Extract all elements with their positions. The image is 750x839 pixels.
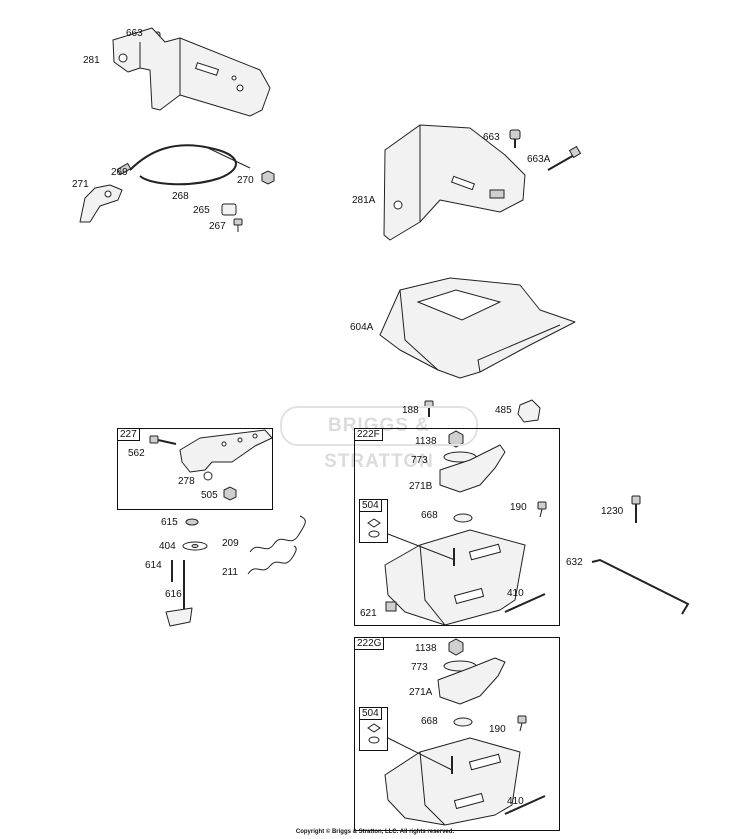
callout-269[interactable]: 269 xyxy=(111,167,128,178)
group-frame-222F xyxy=(354,428,560,626)
callout-268[interactable]: 268 xyxy=(172,191,189,202)
blower-housing-604A xyxy=(379,277,576,379)
callout-404[interactable]: 404 xyxy=(159,541,176,552)
callout-410-G[interactable]: 410 xyxy=(507,796,524,807)
callout-632[interactable]: 632 xyxy=(566,557,583,568)
callout-773-G[interactable]: 773 xyxy=(411,662,428,673)
control-bracket-281 xyxy=(112,27,271,117)
callout-209[interactable]: 209 xyxy=(222,538,239,549)
callout-604A[interactable]: 604A xyxy=(350,322,374,333)
callout-614[interactable]: 614 xyxy=(145,560,162,571)
governor-shaft-group xyxy=(165,518,208,627)
callout-211[interactable]: 211 xyxy=(222,567,238,578)
callout-663-right[interactable]: 663 xyxy=(483,132,500,143)
callout-663A[interactable]: 663A xyxy=(527,154,551,165)
callout-271[interactable]: 271 xyxy=(72,179,89,190)
seal-kit-504-G xyxy=(367,723,381,744)
governor-lever-assembly-227 xyxy=(149,429,273,501)
nut-270 xyxy=(261,170,275,185)
callout-615[interactable]: 615 xyxy=(161,517,178,528)
callout-271B[interactable]: 271B xyxy=(409,481,433,492)
callout-188[interactable]: 188 xyxy=(402,405,419,416)
callout-663-top[interactable]: 663 xyxy=(126,28,143,39)
copyright-notice: Copyright © Briggs & Stratton, LLC. All … xyxy=(295,829,455,835)
callout-267[interactable]: 267 xyxy=(209,221,226,232)
group-label-222G[interactable]: 222G xyxy=(354,637,385,650)
governor-lever-271 xyxy=(79,184,123,223)
callout-190-F[interactable]: 190 xyxy=(510,502,527,513)
callout-1138-F[interactable]: 1138 xyxy=(415,436,437,447)
callout-485[interactable]: 485 xyxy=(495,405,512,416)
control-plate-assembly-222F xyxy=(384,430,547,626)
group-label-504-G[interactable]: 504 xyxy=(359,707,382,720)
callout-281A[interactable]: 281A xyxy=(352,195,376,206)
callout-616[interactable]: 616 xyxy=(165,589,182,600)
callout-410-F[interactable]: 410 xyxy=(507,588,524,599)
callout-773-F[interactable]: 773 xyxy=(411,455,428,466)
spring-211 xyxy=(247,545,297,575)
control-plate-assembly-222G xyxy=(384,638,546,826)
callout-278[interactable]: 278 xyxy=(178,476,195,487)
link-632 xyxy=(591,558,690,615)
group-label-227[interactable]: 227 xyxy=(117,428,140,441)
group-frame-222G xyxy=(354,637,560,831)
callout-1230[interactable]: 1230 xyxy=(601,506,624,517)
callout-265[interactable]: 265 xyxy=(193,205,210,216)
bolt-188 xyxy=(424,400,434,417)
cable-clip-265 xyxy=(221,203,237,216)
callout-190-G[interactable]: 190 xyxy=(489,724,506,735)
callout-271A[interactable]: 271A xyxy=(409,687,433,698)
callout-668-F[interactable]: 668 xyxy=(421,510,438,521)
pin-663A xyxy=(547,145,582,171)
callout-281[interactable]: 281 xyxy=(83,55,100,66)
spring-209 xyxy=(249,515,306,553)
group-label-504-F[interactable]: 504 xyxy=(359,499,382,512)
group-frame-227 xyxy=(117,428,273,510)
callout-270[interactable]: 270 xyxy=(237,175,254,186)
screw-663-right xyxy=(509,129,521,148)
callout-562[interactable]: 562 xyxy=(128,448,145,459)
block-485 xyxy=(517,399,541,423)
seal-kit-504-F xyxy=(367,518,381,538)
screw-267 xyxy=(233,218,243,232)
callout-505[interactable]: 505 xyxy=(201,490,218,501)
brand-watermark: BRIGGS & STRATTON xyxy=(280,406,478,472)
stud-1230 xyxy=(631,495,641,523)
callout-1138-G[interactable]: 1138 xyxy=(415,643,437,654)
callout-668-G[interactable]: 668 xyxy=(421,716,438,727)
throttle-cable-268 xyxy=(116,144,251,186)
control-bracket-281A xyxy=(383,124,526,241)
group-label-222F[interactable]: 222F xyxy=(354,428,383,441)
callout-621[interactable]: 621 xyxy=(360,608,377,619)
